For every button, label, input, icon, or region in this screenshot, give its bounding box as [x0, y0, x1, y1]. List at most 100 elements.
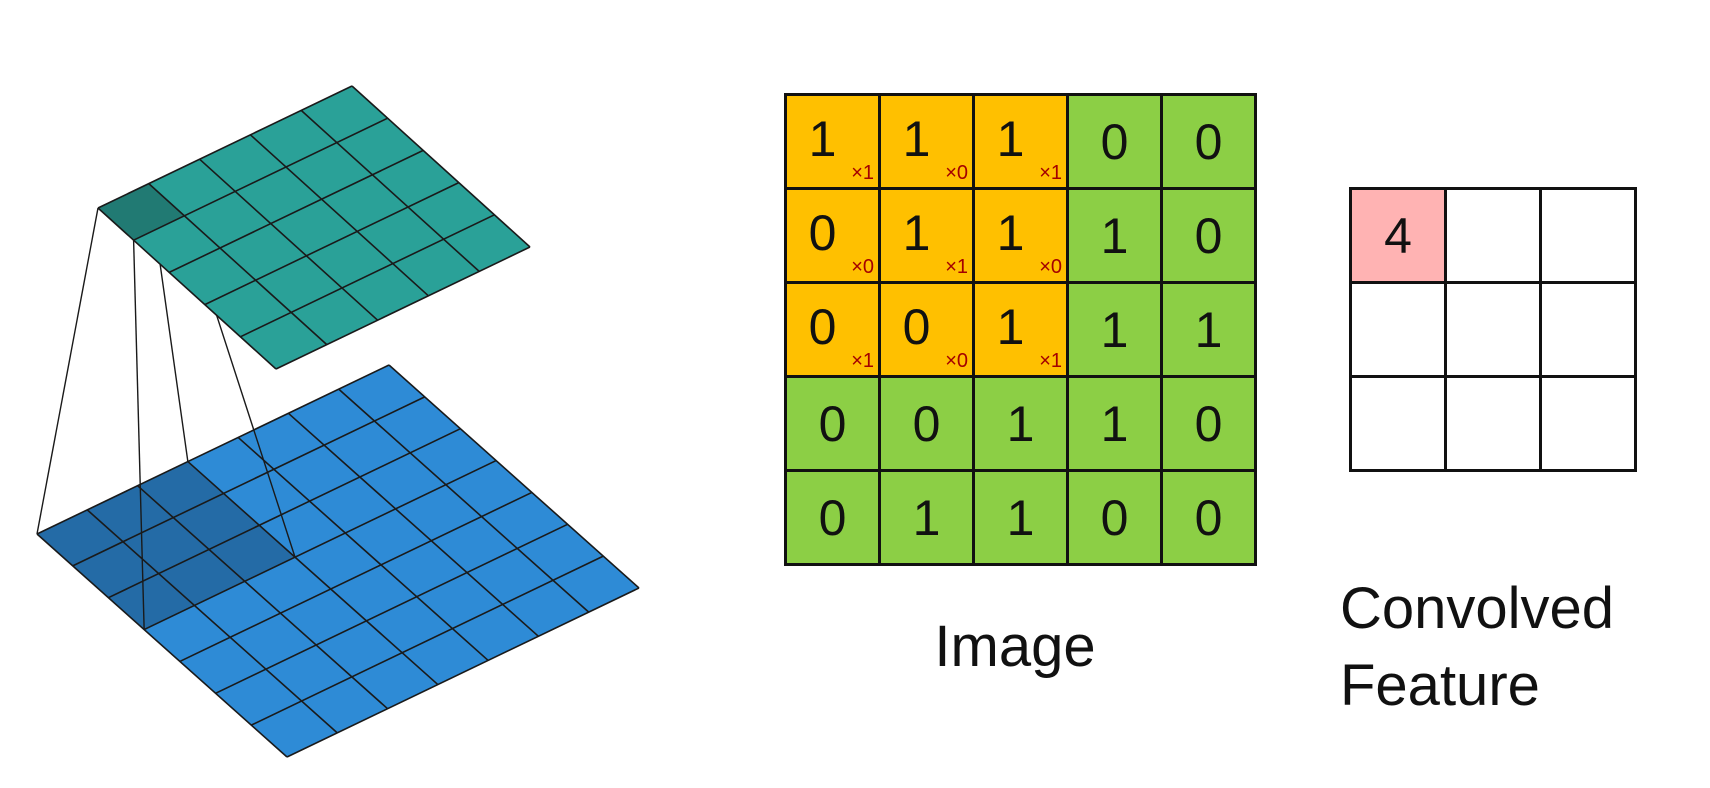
- input-plane-grid-line: [287, 412, 539, 637]
- image-cell: 0: [881, 378, 975, 472]
- image-cell-value: 1: [996, 298, 1025, 355]
- output-plane-grid-line: [148, 183, 328, 346]
- feature-cell: [1447, 284, 1542, 378]
- kernel-weight: ×0: [1039, 256, 1062, 278]
- image-cell: 0: [787, 472, 881, 566]
- image-cell: 0: [1163, 190, 1257, 284]
- input-plane-grid-line: [338, 388, 590, 613]
- kernel-weight: ×1: [945, 256, 968, 278]
- image-cell: 1: [1069, 190, 1163, 284]
- image-cell-value: 0: [912, 395, 941, 452]
- convolved-feature-label-line2: Feature: [1340, 653, 1540, 719]
- image-cell: 0: [1069, 96, 1163, 190]
- input-plane-grid-line: [143, 459, 497, 631]
- input-plane-grid-line: [108, 427, 461, 599]
- feature-cell: [1352, 284, 1447, 378]
- kernel-cell: 0 ×1: [787, 284, 881, 378]
- image-cell: 1: [975, 472, 1069, 566]
- feature-cell: [1542, 284, 1637, 378]
- feature-cell: [1447, 190, 1542, 284]
- feature-cell: 4: [1352, 190, 1447, 284]
- image-cell-value: 1: [1006, 489, 1035, 546]
- output-plane-grid-line: [204, 181, 460, 306]
- kernel-cell: 1 ×1: [975, 284, 1069, 378]
- kernel-cell: 1 ×0: [881, 96, 975, 190]
- image-cell-value: 0: [1194, 395, 1223, 452]
- image-cell: 0: [1069, 472, 1163, 566]
- feature-cell: [1542, 190, 1637, 284]
- output-plane: [97, 85, 531, 370]
- image-cell-value: 0: [808, 204, 837, 261]
- image-cell: 0: [1163, 472, 1257, 566]
- image-cell-value: 0: [1100, 113, 1129, 170]
- output-plane-grid-line: [97, 85, 353, 209]
- kernel-weight: ×1: [1039, 162, 1062, 184]
- image-cell-value: 1: [1100, 207, 1129, 264]
- input-plane: [36, 364, 640, 758]
- convolved-feature-grid: 4: [1349, 187, 1637, 472]
- input-plane-grid-line: [286, 587, 640, 758]
- image-label: Image: [934, 614, 1096, 679]
- output-plane-grid-line: [240, 214, 495, 338]
- kernel-cell: 1 ×0: [975, 190, 1069, 284]
- image-cell-value: 1: [1100, 301, 1129, 358]
- image-cell-value: 1: [996, 110, 1025, 167]
- feature-cell: [1542, 378, 1637, 472]
- kernel-cell: 1 ×1: [881, 190, 975, 284]
- output-plane-grid-line: [351, 85, 531, 248]
- image-cell-value: 1: [902, 110, 931, 167]
- output-plane-grid-line: [275, 246, 531, 370]
- image-cell-value: 0: [902, 298, 931, 355]
- input-plane-grid-line: [179, 491, 533, 663]
- image-cell: 1: [1163, 284, 1257, 378]
- image-cell-value: 0: [1194, 113, 1223, 170]
- image-cell: 1: [1069, 284, 1163, 378]
- output-plane-grid-line: [97, 207, 277, 370]
- output-plane-grid-line: [133, 117, 388, 241]
- image-cell: 1: [975, 378, 1069, 472]
- input-plane-grid-line: [36, 533, 288, 758]
- feature-cell: [1447, 378, 1542, 472]
- input-plane-grid-line: [388, 364, 640, 589]
- image-cell-value: 0: [1194, 489, 1223, 546]
- image-cell-value: 1: [996, 204, 1025, 261]
- kernel-weight: ×0: [851, 256, 874, 278]
- output-plane-grid-line: [199, 158, 379, 321]
- image-cell: 1: [881, 472, 975, 566]
- image-cell-value: 1: [1100, 395, 1129, 452]
- image-cell: 0: [1163, 378, 1257, 472]
- convolved-feature-label: Convolved Feature: [1340, 570, 1670, 724]
- kernel-weight: ×1: [851, 350, 874, 372]
- kernel-cell: 0 ×0: [787, 190, 881, 284]
- output-plane-grid-line: [249, 134, 429, 297]
- image-cell-value: 0: [808, 298, 837, 355]
- image-cell-value: 1: [912, 489, 941, 546]
- connector-line: [132, 240, 145, 630]
- image-cell-value: 1: [1006, 395, 1035, 452]
- input-plane-grid-line: [215, 523, 568, 695]
- kernel-weight: ×0: [945, 350, 968, 372]
- input-plane-grid-line: [86, 509, 338, 734]
- kernel-cell: 1×1: [787, 96, 881, 190]
- image-cell: 0: [1163, 96, 1257, 190]
- output-plane-grid-line: [300, 109, 480, 272]
- kernel-weight: ×0: [945, 162, 968, 184]
- kernel-weight: ×1: [1039, 350, 1062, 372]
- image-cell: 1: [1069, 378, 1163, 472]
- image-cell-value: 1: [1194, 301, 1223, 358]
- image-cell-value: 1: [902, 204, 931, 261]
- input-plane-grid-line: [36, 364, 390, 535]
- image-cell-value: 0: [818, 395, 847, 452]
- image-cell-value: 1: [808, 110, 837, 167]
- feature-cell: [1352, 378, 1447, 472]
- image-cell-value: 0: [818, 489, 847, 546]
- image-cell-value: 0: [1100, 489, 1129, 546]
- image-cell: 0: [787, 378, 881, 472]
- kernel-cell: 0 ×0: [881, 284, 975, 378]
- convolved-feature-label-line1: Convolved: [1340, 576, 1615, 641]
- image-cell-value: 0: [1194, 207, 1223, 264]
- input-plane-grid-line: [187, 460, 439, 686]
- input-plane-grid-line: [237, 436, 489, 662]
